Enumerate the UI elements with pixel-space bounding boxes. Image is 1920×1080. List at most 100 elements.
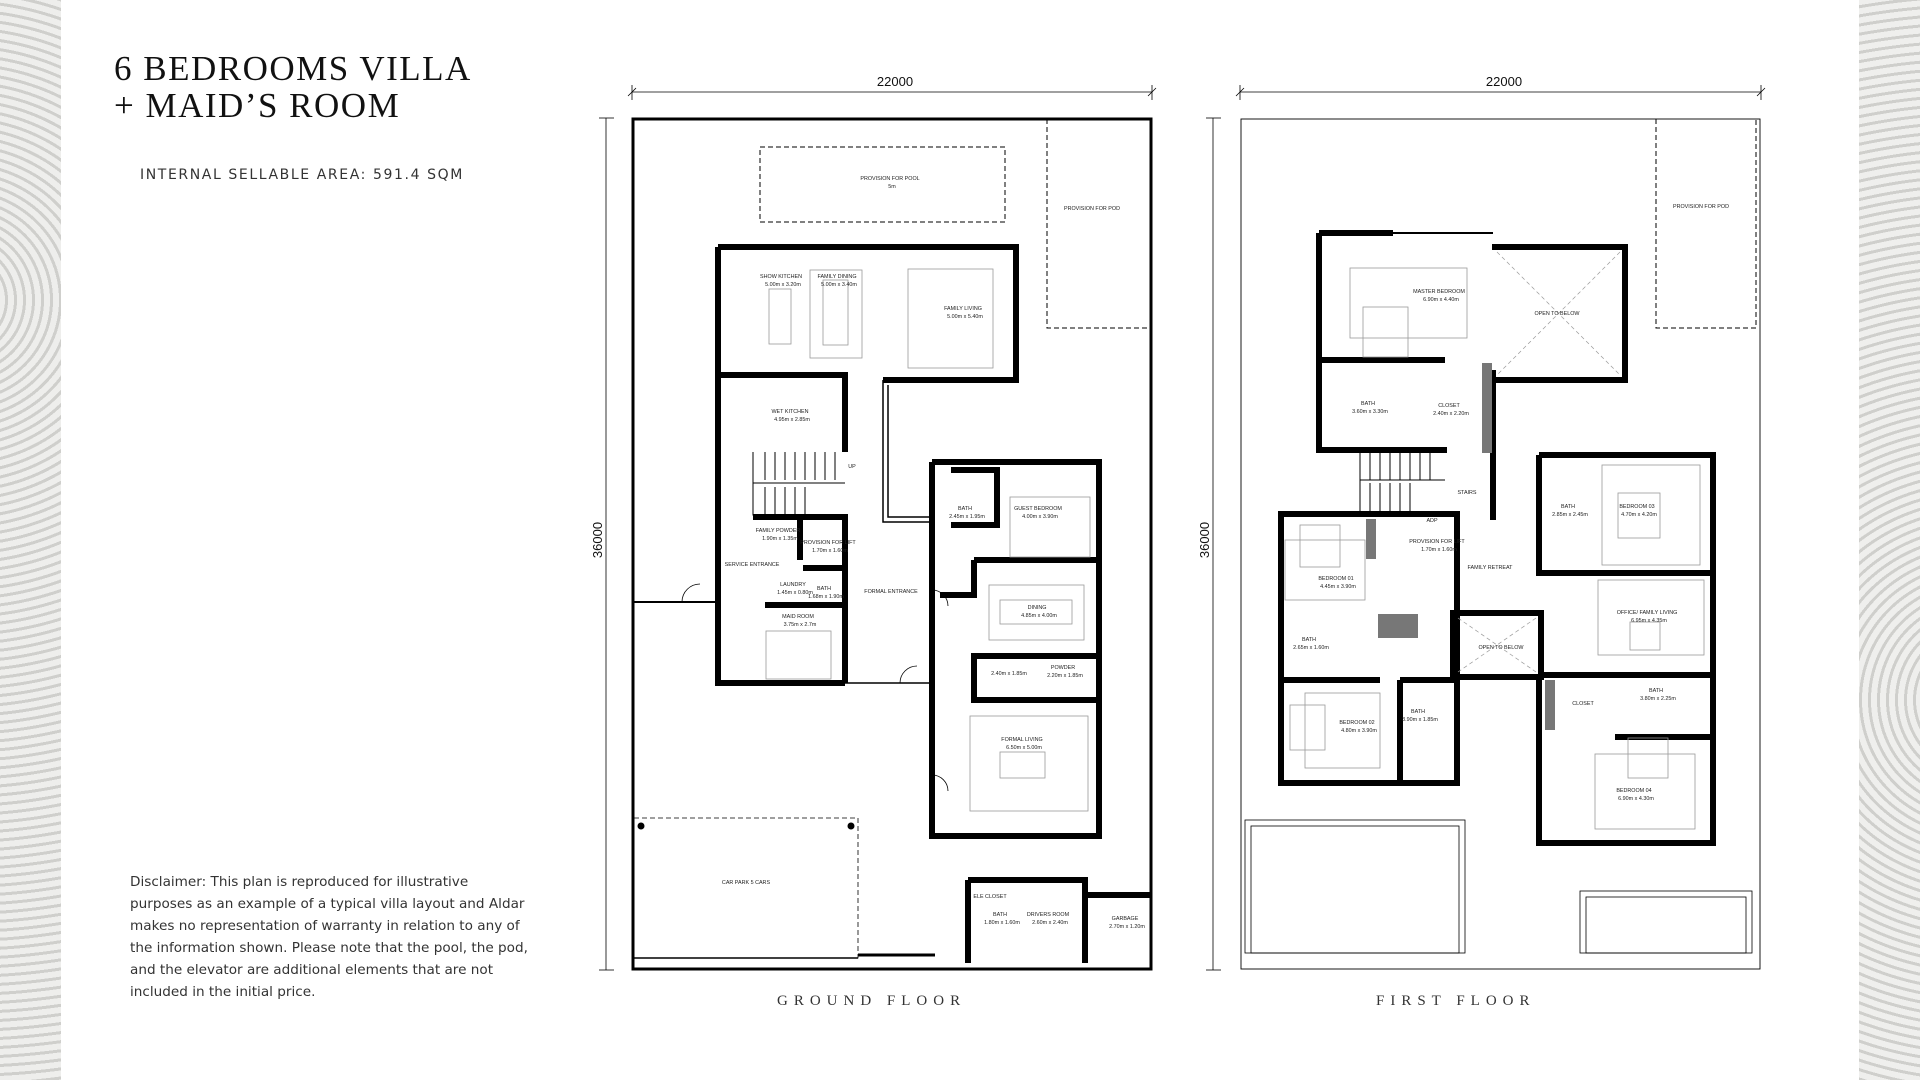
room-size: 2.45m x 1.95m: [949, 514, 985, 520]
room-size: 4.95m x 2.85m: [774, 417, 810, 423]
room-size: 2.60m x 2.40m: [1032, 920, 1068, 926]
room-size: 2.70m x 1.20m: [1109, 924, 1145, 930]
room-size: 1.70m x 1.60m: [1421, 547, 1457, 553]
room-name: BATH: [1302, 637, 1316, 643]
room-name: BATH: [817, 586, 831, 592]
room-size: 6.50m x 5.00m: [1006, 745, 1042, 751]
closets-hatch: [1366, 363, 1555, 730]
room-name: OFFICE/ FAMILY LIVING: [1617, 610, 1678, 616]
first-depth-dimension: [1206, 117, 1221, 971]
first-stairs: [1359, 451, 1445, 514]
pod-provision: [1046, 119, 1147, 329]
room-name: BEDROOM 03: [1619, 504, 1654, 510]
room-name: OPEN TO BELOW: [1478, 645, 1524, 651]
room-name: PROVISION FOR POD: [1064, 206, 1120, 212]
car-park: [633, 817, 859, 959]
room-size: 2.85m x 2.45m: [1552, 512, 1588, 518]
room-name: CLOSET: [1438, 403, 1460, 409]
room-name: BEDROOM 02: [1339, 720, 1374, 726]
sand-texture-left: [0, 0, 61, 1080]
title-line-2: + MAID’S ROOM: [114, 86, 401, 125]
room-size: 4.70m x 4.20m: [1621, 512, 1657, 518]
ground-furniture: [765, 268, 1091, 812]
ground-floor-plan: [599, 85, 1157, 971]
room-name: STAIRS: [1457, 490, 1476, 496]
room-name: FAMILY RETREAT: [1468, 565, 1514, 571]
first-depth-label: 36000: [1197, 522, 1212, 558]
room-size: 5.00m x 3.20m: [765, 282, 801, 288]
page-title: 6 BEDROOMS VILLA + MAID’S ROOM: [114, 50, 472, 124]
room-name: FAMILY LIVING: [944, 306, 982, 312]
pod-provision-first: [1655, 119, 1757, 329]
title-line-1: 6 BEDROOMS VILLA: [114, 49, 472, 88]
room-size: 1.90m x 1.35m: [762, 536, 798, 542]
room-name: CLOSET: [1572, 701, 1594, 707]
room-size: 2.65m x 1.60m: [1293, 645, 1329, 651]
room-name: POWDER: [1051, 665, 1075, 671]
ground-width-dimension: [627, 85, 1157, 100]
first-walls: [1278, 230, 1716, 846]
first-furniture: [1284, 267, 1705, 830]
room-size: 4.45m x 3.90m: [1320, 584, 1356, 590]
room-size: 4.80m x 3.90m: [1341, 728, 1377, 734]
room-size: 5.00m x 3.40m: [821, 282, 857, 288]
room-size: 5.00m x 5.40m: [947, 314, 983, 320]
room-name: PROVISION FOR LIFT: [1409, 539, 1465, 545]
room-name: FORMAL LIVING: [1001, 737, 1042, 743]
room-name: LAUNDRY: [780, 582, 806, 588]
room-name: PROVISION FOR LIFT: [800, 540, 856, 546]
room-size: 1.45m x 0.80m: [777, 590, 813, 596]
room-name: DRIVERS ROOM: [1027, 912, 1070, 918]
room-name: BATH: [1361, 401, 1375, 407]
ground-plot-boundary: [631, 117, 1153, 971]
pool-provision: [759, 146, 1006, 223]
room-size: 5m: [888, 184, 896, 190]
room-size: 3.75m x 2.7m: [784, 622, 817, 628]
room-name: FAMILY DINING: [817, 274, 856, 280]
room-name: FAMILY POWDER: [756, 528, 801, 534]
room-name: BATH: [1561, 504, 1575, 510]
room-name: BATH: [993, 912, 1007, 918]
room-name: UP: [848, 464, 856, 470]
room-size: 6.95m x 4.35m: [1631, 618, 1667, 624]
ground-doors: [681, 583, 949, 792]
room-name: FORMAL ENTRANCE: [864, 589, 918, 595]
first-width-label: 22000: [1486, 74, 1522, 89]
open-to-below-crosses: [1457, 251, 1621, 673]
room-name: ELE CLOSET: [973, 894, 1007, 900]
room-name: GUEST BEDROOM: [1014, 506, 1062, 512]
ground-walls: [715, 244, 1152, 963]
room-size: 2.40m x 2.20m: [1433, 411, 1469, 417]
ground-depth-dimension: [599, 117, 614, 971]
room-name: BATH: [1649, 688, 1663, 694]
room-name: GARBAGE: [1112, 916, 1139, 922]
disclaimer: Disclaimer: This plan is reproduced for …: [130, 874, 528, 1000]
ground-width-label: 22000: [877, 74, 913, 89]
room-size: 1.80m x 1.60m: [984, 920, 1020, 926]
room-name: BEDROOM 01: [1318, 576, 1353, 582]
room-name: WET KITCHEN: [771, 409, 808, 415]
first-floor-label: FIRST FLOOR: [1376, 993, 1536, 1009]
room-name: DINING: [1028, 605, 1047, 611]
room-name: PROVISION FOR POD: [1673, 204, 1729, 210]
ground-floor-label: GROUND FLOOR: [777, 993, 967, 1009]
first-floor-plan: [1206, 85, 1766, 971]
room-size: 2.40m x 1.85m: [991, 671, 1027, 677]
room-name: BATH: [1411, 709, 1425, 715]
room-name: ADP: [1426, 518, 1437, 524]
room-size: 3.60m x 3.30m: [1352, 409, 1388, 415]
room-name: SHOW KITCHEN: [760, 274, 802, 280]
room-size: 4.85m x 4.00m: [1021, 613, 1057, 619]
room-name: BATH: [958, 506, 972, 512]
room-name: BEDROOM 04: [1616, 788, 1651, 794]
room-name: MAID ROOM: [782, 614, 814, 620]
room-name: SERVICE ENTRANCE: [725, 562, 780, 568]
internal-area: INTERNAL SELLABLE AREA: 591.4 SQM: [140, 167, 464, 183]
room-size: 6.90m x 4.30m: [1618, 796, 1654, 802]
room-size: 6.90m x 4.40m: [1423, 297, 1459, 303]
room-size: 1.70m x 1.60m: [812, 548, 848, 554]
first-width-dimension: [1235, 85, 1766, 100]
